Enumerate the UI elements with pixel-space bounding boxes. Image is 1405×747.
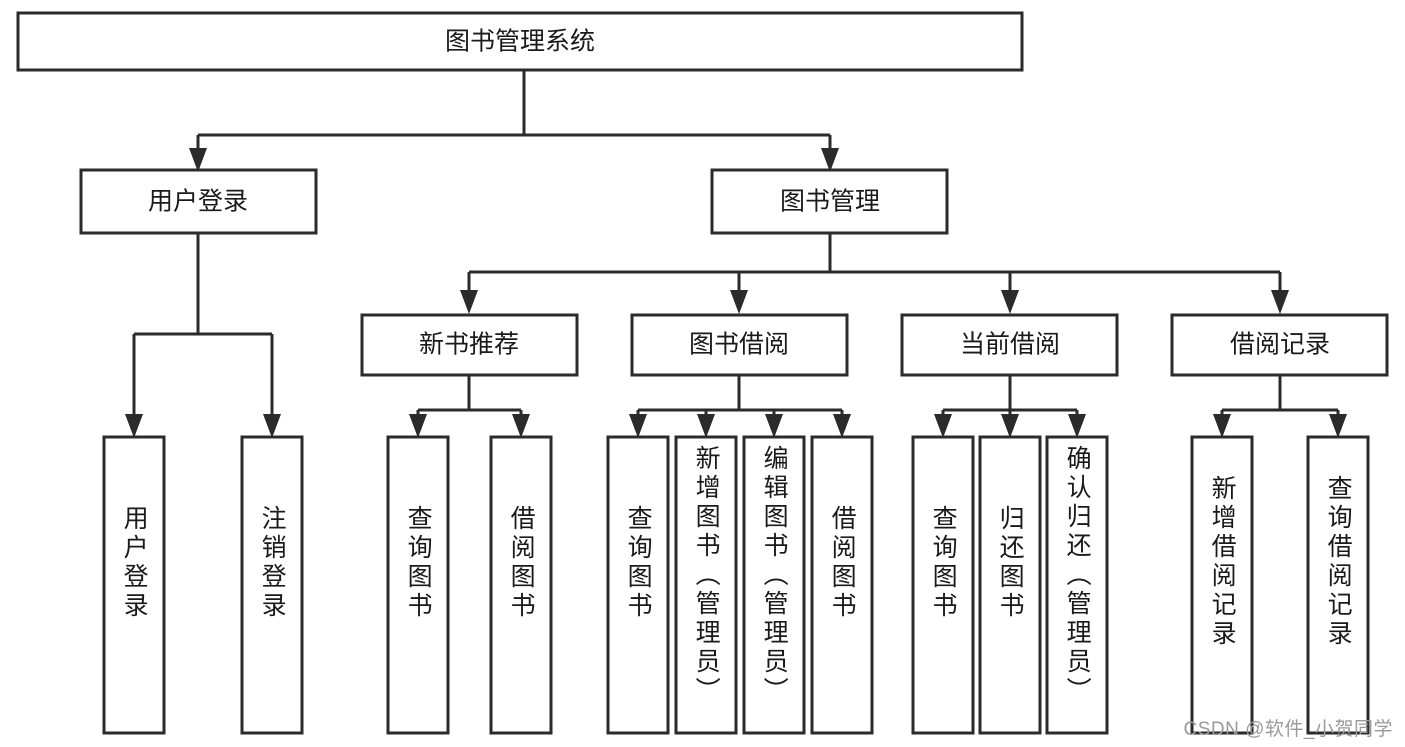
leaf-box-current-3[interactable] bbox=[1045, 435, 1109, 735]
node-book-borrow[interactable]: 图书借阅 bbox=[630, 313, 849, 377]
node-book-management-box[interactable] bbox=[710, 168, 949, 235]
node-current-borrow-box[interactable] bbox=[900, 313, 1119, 377]
leaf-box-record-2[interactable] bbox=[1306, 435, 1370, 735]
arrow-borrow-l2 bbox=[697, 414, 715, 438]
node-root-box[interactable] bbox=[16, 11, 1024, 72]
arrow-root-to-bookmgmt bbox=[821, 148, 839, 172]
leaf-box-current-1[interactable] bbox=[911, 435, 975, 735]
arrow-recommend-l1 bbox=[409, 414, 427, 438]
node-new-book-recommend-label: 新书推荐 bbox=[419, 331, 519, 359]
connector-group bbox=[125, 70, 1347, 438]
node-new-book-recommend-box[interactable] bbox=[360, 313, 579, 377]
leaf-box-user-login-2[interactable] bbox=[240, 435, 304, 735]
arrow-root-to-userlogin bbox=[189, 148, 207, 172]
arrow-borrow-l4 bbox=[833, 414, 851, 438]
arrow-record-l2 bbox=[1329, 414, 1347, 438]
arrow-borrow-l3 bbox=[765, 414, 783, 438]
node-user-login-box[interactable] bbox=[79, 168, 318, 235]
arrow-bookmgmt-c3 bbox=[1001, 290, 1019, 314]
leaf-box-borrow-2[interactable] bbox=[674, 435, 738, 735]
arrow-userlogin-l1 bbox=[125, 414, 143, 438]
arrow-bookmgmt-c1 bbox=[460, 290, 478, 314]
arrow-current-l2 bbox=[1001, 414, 1019, 438]
arrow-current-l3 bbox=[1068, 414, 1086, 438]
node-borrow-record-label: 借阅记录 bbox=[1230, 331, 1330, 359]
node-user-login[interactable]: 用户登录 bbox=[79, 168, 318, 235]
leaf-box-current-2[interactable] bbox=[978, 435, 1042, 735]
node-borrow-record[interactable]: 借阅记录 bbox=[1170, 313, 1389, 377]
node-root-label: 图书管理系统 bbox=[445, 28, 595, 56]
arrow-bookmgmt-c4 bbox=[1271, 290, 1289, 314]
node-current-borrow-label: 当前借阅 bbox=[960, 331, 1060, 359]
arrow-borrow-l1 bbox=[629, 414, 647, 438]
leaf-box-user-login-1[interactable] bbox=[102, 435, 166, 735]
node-book-management-label: 图书管理 bbox=[780, 188, 880, 216]
leaf-box-group bbox=[102, 435, 1370, 735]
node-new-book-recommend[interactable]: 新书推荐 bbox=[360, 313, 579, 377]
arrow-recommend-l2 bbox=[512, 414, 530, 438]
arrow-bookmgmt-c2 bbox=[730, 290, 748, 314]
leaf-box-recommend-2[interactable] bbox=[489, 435, 553, 735]
node-book-borrow-label: 图书借阅 bbox=[689, 331, 789, 359]
node-user-login-label: 用户登录 bbox=[148, 188, 248, 216]
leaf-box-borrow-4[interactable] bbox=[810, 435, 874, 735]
arrow-userlogin-l2 bbox=[263, 414, 281, 438]
node-current-borrow[interactable]: 当前借阅 bbox=[900, 313, 1119, 377]
leaf-box-borrow-3[interactable] bbox=[742, 435, 806, 735]
arrow-record-l1 bbox=[1213, 414, 1231, 438]
node-borrow-record-box[interactable] bbox=[1170, 313, 1389, 377]
node-book-management[interactable]: 图书管理 bbox=[710, 168, 949, 235]
node-root[interactable]: 图书管理系统 bbox=[16, 11, 1024, 72]
node-book-borrow-box[interactable] bbox=[630, 313, 849, 377]
arrow-current-l1 bbox=[934, 414, 952, 438]
leaf-box-borrow-1[interactable] bbox=[606, 435, 670, 735]
leaf-box-record-1[interactable] bbox=[1190, 435, 1254, 735]
csdn-watermark: CSDN @软件_小贺同学 bbox=[1183, 719, 1393, 740]
leaf-box-recommend-1[interactable] bbox=[386, 435, 450, 735]
